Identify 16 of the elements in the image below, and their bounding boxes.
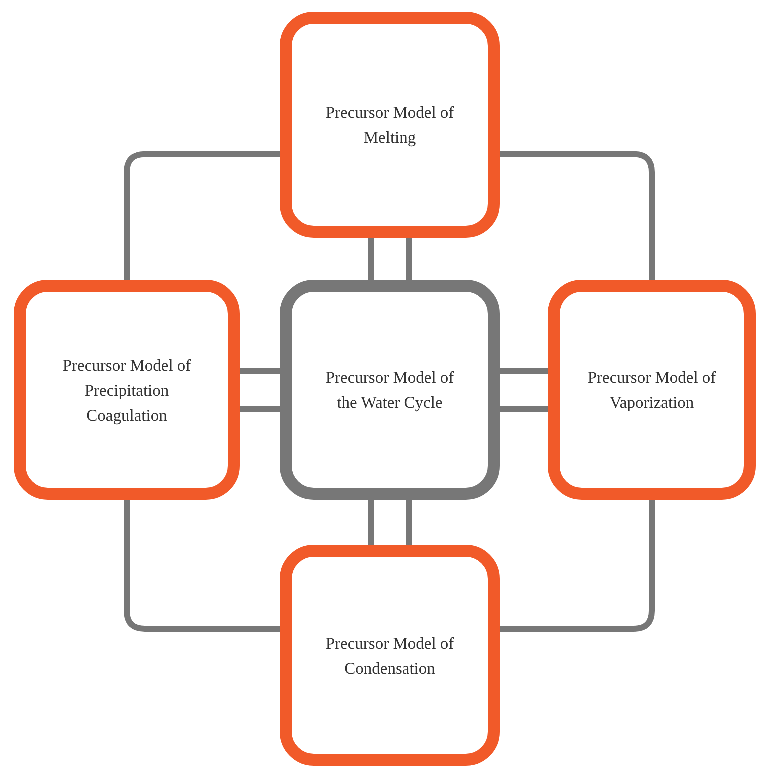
box-label: Precursor Model of Precipitation Coagulation [62, 354, 192, 427]
process-box [548, 280, 756, 500]
box-label: Precursor Model of Vaporization [586, 367, 718, 414]
process-box [280, 12, 500, 238]
process-box [14, 280, 240, 500]
double-connector [368, 235, 412, 283]
double-connector [368, 497, 412, 548]
connector-line [124, 151, 280, 280]
box-label: Precursor Model of Condensation [324, 632, 456, 680]
process-box [280, 545, 500, 766]
box-label: Precursor Model of Melting [324, 102, 456, 149]
connector-line [500, 151, 655, 280]
connector-line [124, 500, 280, 632]
connector-line [500, 500, 655, 632]
center-box [280, 280, 500, 500]
box-label: Precursor Model of the Water Cycle [324, 367, 456, 414]
